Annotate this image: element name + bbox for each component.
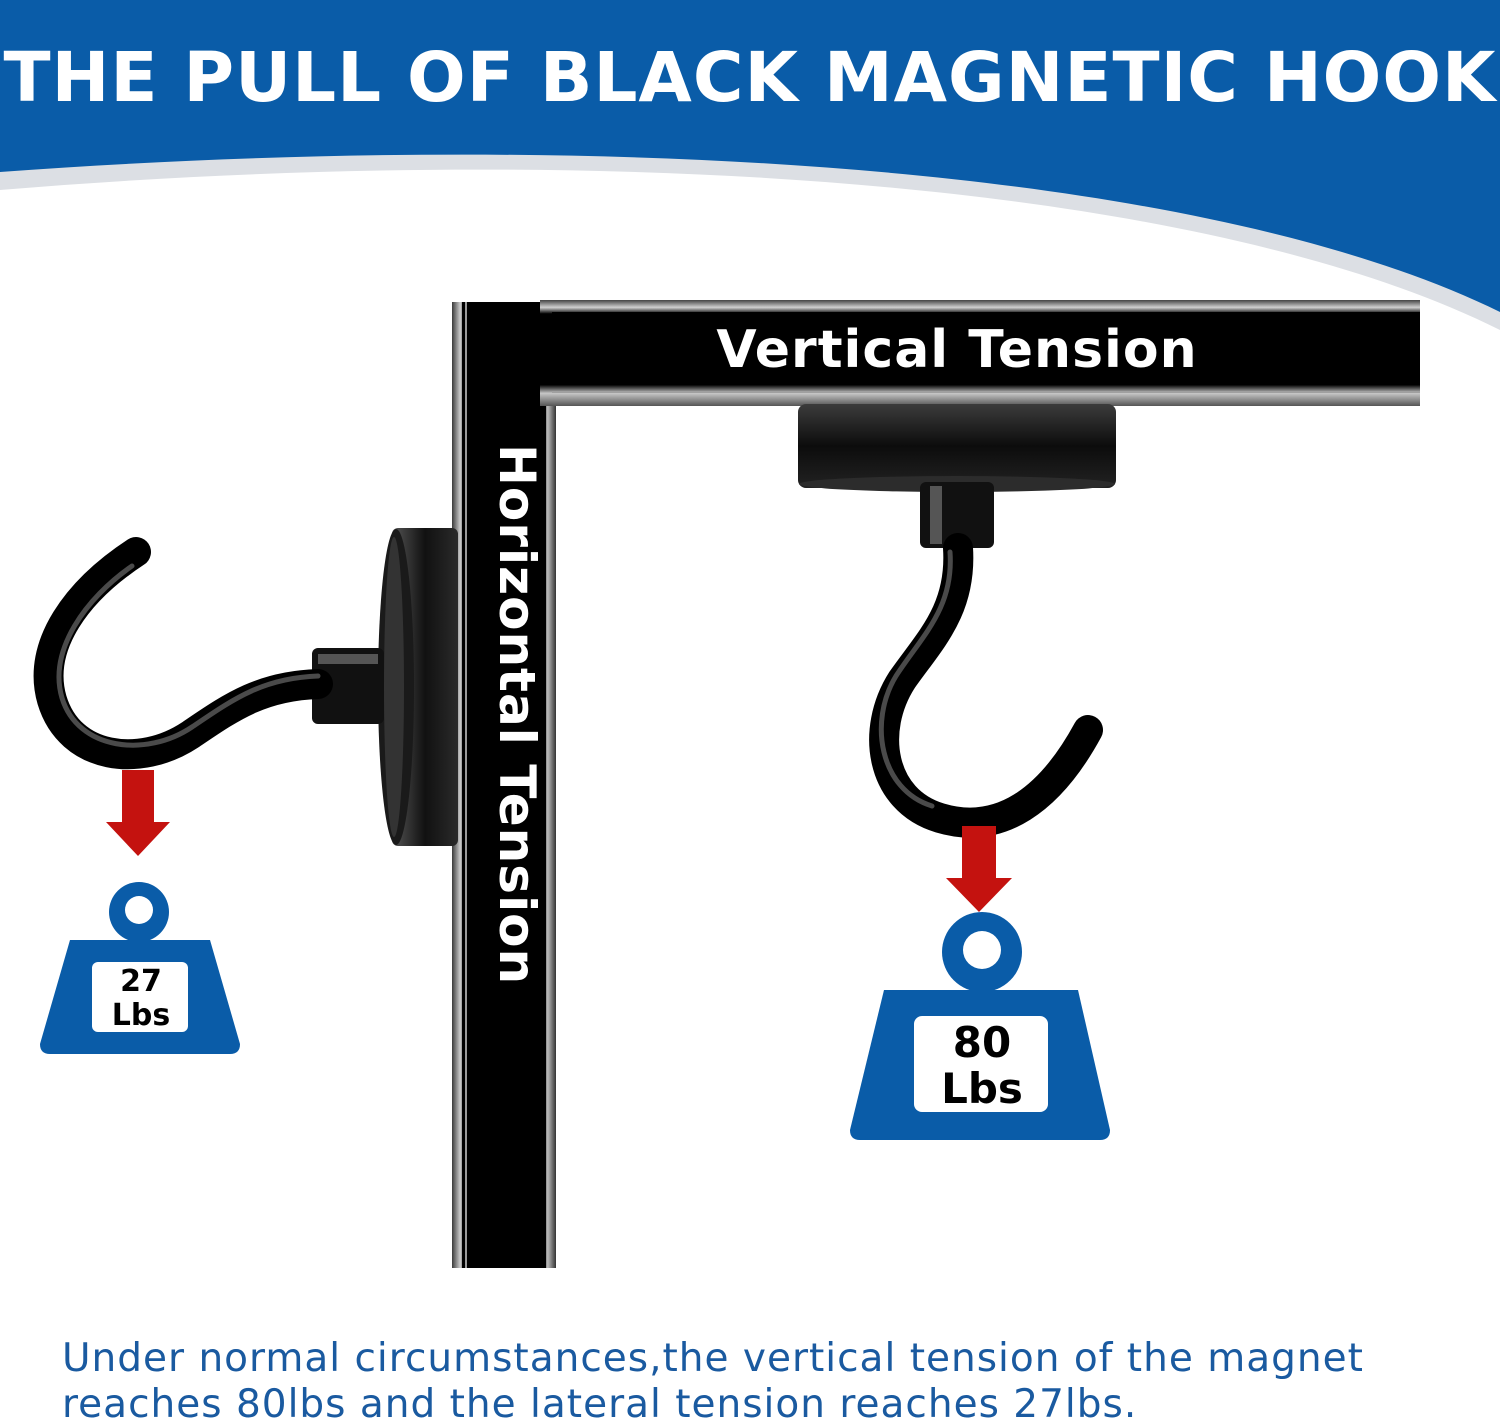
left-weight-icon — [40, 882, 240, 1054]
left-weight-unit: Lbs — [111, 998, 171, 1033]
left-arrow — [106, 770, 170, 856]
left-weight-value: 27 — [120, 964, 162, 999]
right-arrow — [946, 826, 1012, 912]
right-magnet — [798, 404, 1116, 548]
right-weight-value: 80 — [952, 1018, 1012, 1067]
caption-text: Under normal circumstances,the vertical … — [62, 1336, 1482, 1428]
page-title: THE PULL OF BLACK MAGNETIC HOOK — [3, 38, 1497, 118]
horizontal-shelf-bar — [540, 300, 1420, 406]
right-weight-icon — [850, 912, 1110, 1140]
caption-line-2: reaches 80lbs and the lateral tension re… — [62, 1382, 1138, 1427]
caption-line-1: Under normal circumstances,the vertical … — [62, 1336, 1364, 1381]
right-weight-unit: Lbs — [941, 1064, 1023, 1113]
right-hook — [869, 533, 1103, 838]
header-banner — [0, 0, 1500, 330]
vertical-shelf-bar — [452, 302, 556, 1268]
left-magnet — [312, 528, 458, 846]
vertical-tension-label: Vertical Tension — [716, 320, 1198, 380]
right-weight-label: 80 Lbs — [916, 1020, 1048, 1112]
horizontal-tension-label: Horizontal Tension — [488, 444, 546, 986]
left-hook — [33, 537, 333, 770]
left-weight-label: 27 Lbs — [96, 965, 186, 1033]
